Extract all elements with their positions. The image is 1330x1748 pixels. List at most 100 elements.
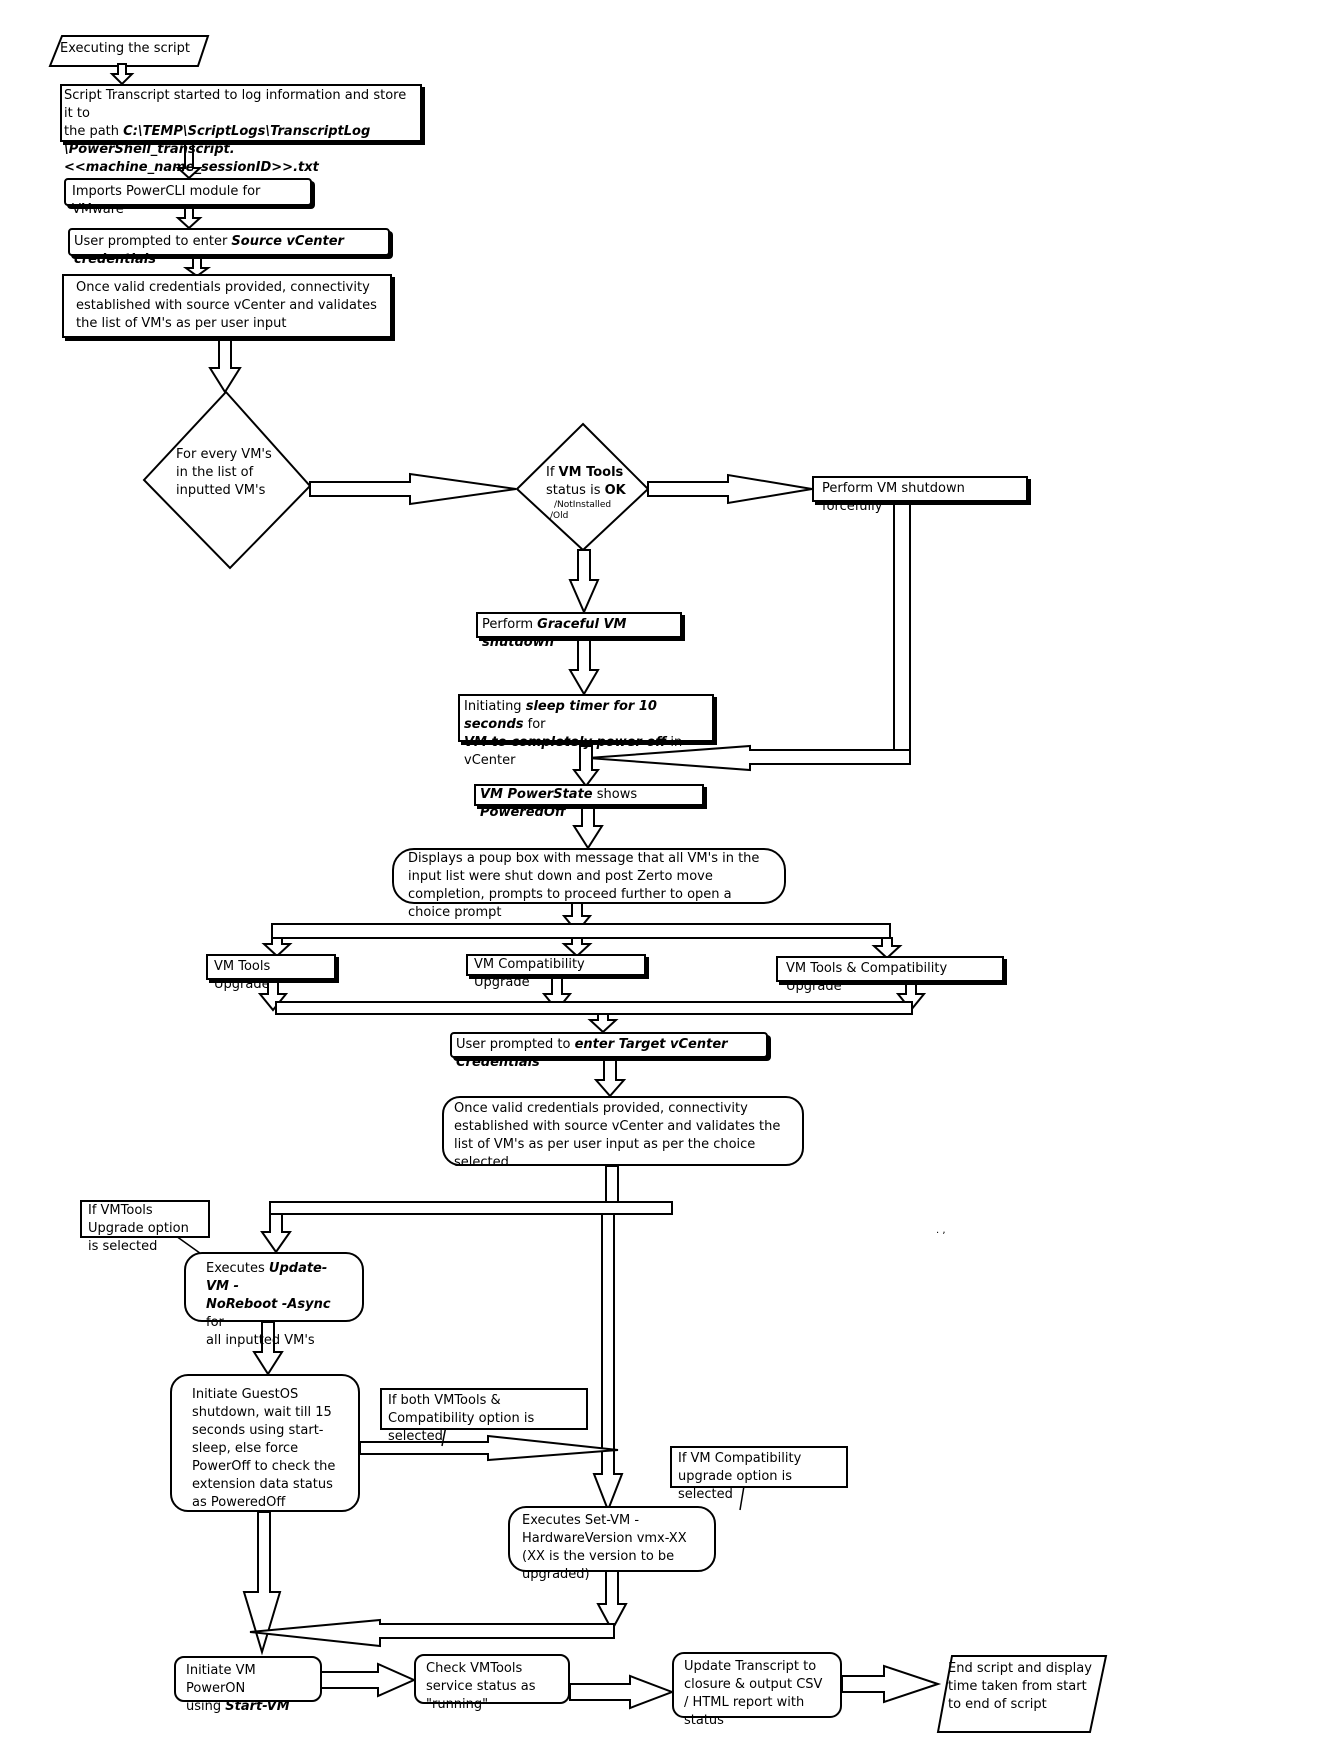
graceful-bold: Graceful VM shutdown <box>482 617 627 650</box>
loop-line1: For every VM's <box>176 447 272 462</box>
note-tools-label: If VMTools Upgrade option is selected <box>88 1203 189 1254</box>
end-node: End script and display time taken from s… <box>948 1660 1098 1714</box>
graceful-node: Perform Graceful VM shutdown <box>476 612 682 650</box>
note-compat-node: If VM Compatibility upgrade option is se… <box>670 1446 848 1502</box>
check-tools-node: Check VMTools service status as "running… <box>414 1654 570 1712</box>
guest-shutdown-label: Initiate GuestOS shutdown, wait till 15 … <box>192 1387 336 1510</box>
poweron-pre: using <box>186 1699 226 1714</box>
import-node: Imports PowerCLI module for VMware <box>64 178 312 217</box>
arrow-target-connect <box>593 1057 627 1098</box>
note-compat-label: If VM Compatibility upgrade option is se… <box>678 1451 802 1502</box>
poweron-bold: Start-VM <box>225 1699 290 1714</box>
prompt-source-pre: User prompted to enter <box>74 234 232 249</box>
arrow-guest-poweron <box>242 1511 282 1656</box>
arrow-prompt-connect <box>182 257 212 278</box>
connect-target-node: Once valid credentials provided, connect… <box>442 1096 804 1170</box>
arrow-split-compat <box>561 937 593 958</box>
arrow-powerstate-popup <box>572 803 604 850</box>
arrow-split-both <box>871 937 903 960</box>
end-parallelogram <box>936 1655 1108 1733</box>
sleep-mid: for <box>523 717 546 732</box>
force-shutdown-node: Perform VM shutdown forcefully <box>812 476 1028 514</box>
set-vm-label: Executes Set-VM -HardwareVersion vmx-XX … <box>522 1513 687 1582</box>
arrow-setvm-merge <box>249 1618 615 1648</box>
graceful-pre: Perform <box>482 617 538 632</box>
stray-mark: . , <box>936 1226 956 1236</box>
tools-check-pre: If <box>546 465 559 480</box>
update-vm-post1: for <box>206 1315 224 1330</box>
leader-note-compat <box>739 1485 745 1511</box>
powerstate-mid: shows <box>592 787 638 802</box>
prompt-target-pre: User prompted to <box>456 1037 575 1052</box>
connect-source-label: Once valid credentials provided, connect… <box>76 280 377 331</box>
arrow-loop-check <box>309 472 517 506</box>
arrow-sleep-powerstate <box>572 745 600 788</box>
connect-target-label: Once valid credentials provided, connect… <box>454 1101 781 1170</box>
powerstate-bold2: PoweredOff <box>480 805 566 820</box>
update-transcript-label: Update Transcript to closure & output CS… <box>684 1659 823 1728</box>
arrow-update-guest <box>252 1321 284 1376</box>
popup-node: Displays a poup box with message that al… <box>392 848 786 920</box>
start-node: Executing the script <box>60 40 200 58</box>
transcript-node: Script Transcript started to log informa… <box>60 84 422 175</box>
arrow-join-target <box>587 1013 619 1034</box>
arrow-guest-setvm <box>359 1434 619 1462</box>
option-compat-label: VM Compatibility Upgrade <box>474 957 585 990</box>
sleep-bold1: sleep timer for 10 seconds <box>464 699 657 732</box>
update-vm-bold2: NoReboot -Async <box>206 1297 331 1312</box>
arrow-check-graceful <box>568 549 600 615</box>
option-both-label: VM Tools & Compatibility Upgrade <box>786 961 948 994</box>
connect-source-node: Once valid credentials provided, connect… <box>62 274 392 338</box>
note-both-label: If both VMTools & Compatibility option i… <box>388 1393 535 1444</box>
prompt-source-bold: Source vCenter credentials <box>74 234 344 267</box>
start-label: Executing the script <box>60 41 190 56</box>
arrow-transcript-import <box>175 141 203 180</box>
guest-shutdown-node: Initiate GuestOS shutdown, wait till 15 … <box>170 1374 360 1512</box>
tools-check-small1: /NotInstalled <box>554 500 612 510</box>
tools-check-mid: status is <box>546 483 605 498</box>
tools-check-label: If VM Tools status is OK /NotInstalled /… <box>546 464 646 522</box>
arrow-setvm-down <box>596 1569 628 1633</box>
option-tools-node: VM Tools Upgrade <box>206 954 336 992</box>
loop-line2: in the list of <box>176 465 254 480</box>
sleep-node: Initiating sleep timer for 10 seconds fo… <box>458 694 714 768</box>
option-both-node: VM Tools & Compatibility Upgrade <box>776 956 1004 994</box>
branch-bar <box>269 1201 673 1215</box>
force-down-line <box>893 501 911 765</box>
update-transcript-node: Update Transcript to closure & output CS… <box>672 1652 842 1728</box>
join-bar <box>275 1001 913 1015</box>
arrow-graceful-sleep <box>568 637 600 696</box>
arrow-both-join <box>895 981 927 1012</box>
prompt-source-node: User prompted to enter Source vCenter cr… <box>68 228 390 267</box>
set-vm-node: Executes Set-VM -HardwareVersion vmx-XX … <box>508 1506 716 1582</box>
sleep-post: in vCenter <box>464 735 683 768</box>
transcript-path: C:\TEMP\ScriptLogs\TranscriptLog <box>123 124 371 139</box>
arrow-check-force <box>647 473 813 505</box>
tools-check-bold1: VM Tools <box>558 465 624 480</box>
popup-label: Displays a poup box with message that al… <box>408 851 760 920</box>
connect-target-down <box>605 1165 619 1203</box>
arrow-split-tools <box>261 937 293 958</box>
option-tools-label: VM Tools Upgrade <box>214 959 271 992</box>
powerstate-node: VM PowerState shows PoweredOff <box>474 784 704 820</box>
powerstate-bold1: VM PowerState <box>480 787 593 802</box>
sleep-pre: Initiating <box>464 699 526 714</box>
update-vm-post2: all inputted VM's <box>206 1333 315 1348</box>
arrow-poweron-check <box>319 1662 417 1698</box>
arrow-branch-update <box>260 1213 292 1254</box>
transcript-filename: \PowerShell_transcript.<<machine_name_se… <box>64 142 319 175</box>
option-compat-node: VM Compatibility Upgrade <box>466 954 646 990</box>
start-parallelogram <box>48 35 210 67</box>
loop-label: For every VM's in the list of inputted V… <box>176 446 286 500</box>
arrow-branch-setvm <box>592 1213 624 1513</box>
arrow-connect-loop <box>208 337 242 394</box>
note-tools-node: If VMTools Upgrade option is selected <box>80 1200 210 1254</box>
note-both-node: If both VMTools & Compatibility option i… <box>380 1388 588 1444</box>
check-tools-label: Check VMTools service status as "running… <box>426 1661 536 1712</box>
arrow-start-transcript <box>109 63 135 86</box>
loop-line3: inputted VM's <box>176 483 266 498</box>
transcript-line2-pre: the path <box>64 124 124 139</box>
poweron-node: Initiate VM PowerON using Start-VM <box>174 1656 322 1714</box>
poweron-line1: Initiate VM PowerON <box>186 1663 256 1696</box>
update-vm-pre: Executes <box>206 1261 269 1276</box>
